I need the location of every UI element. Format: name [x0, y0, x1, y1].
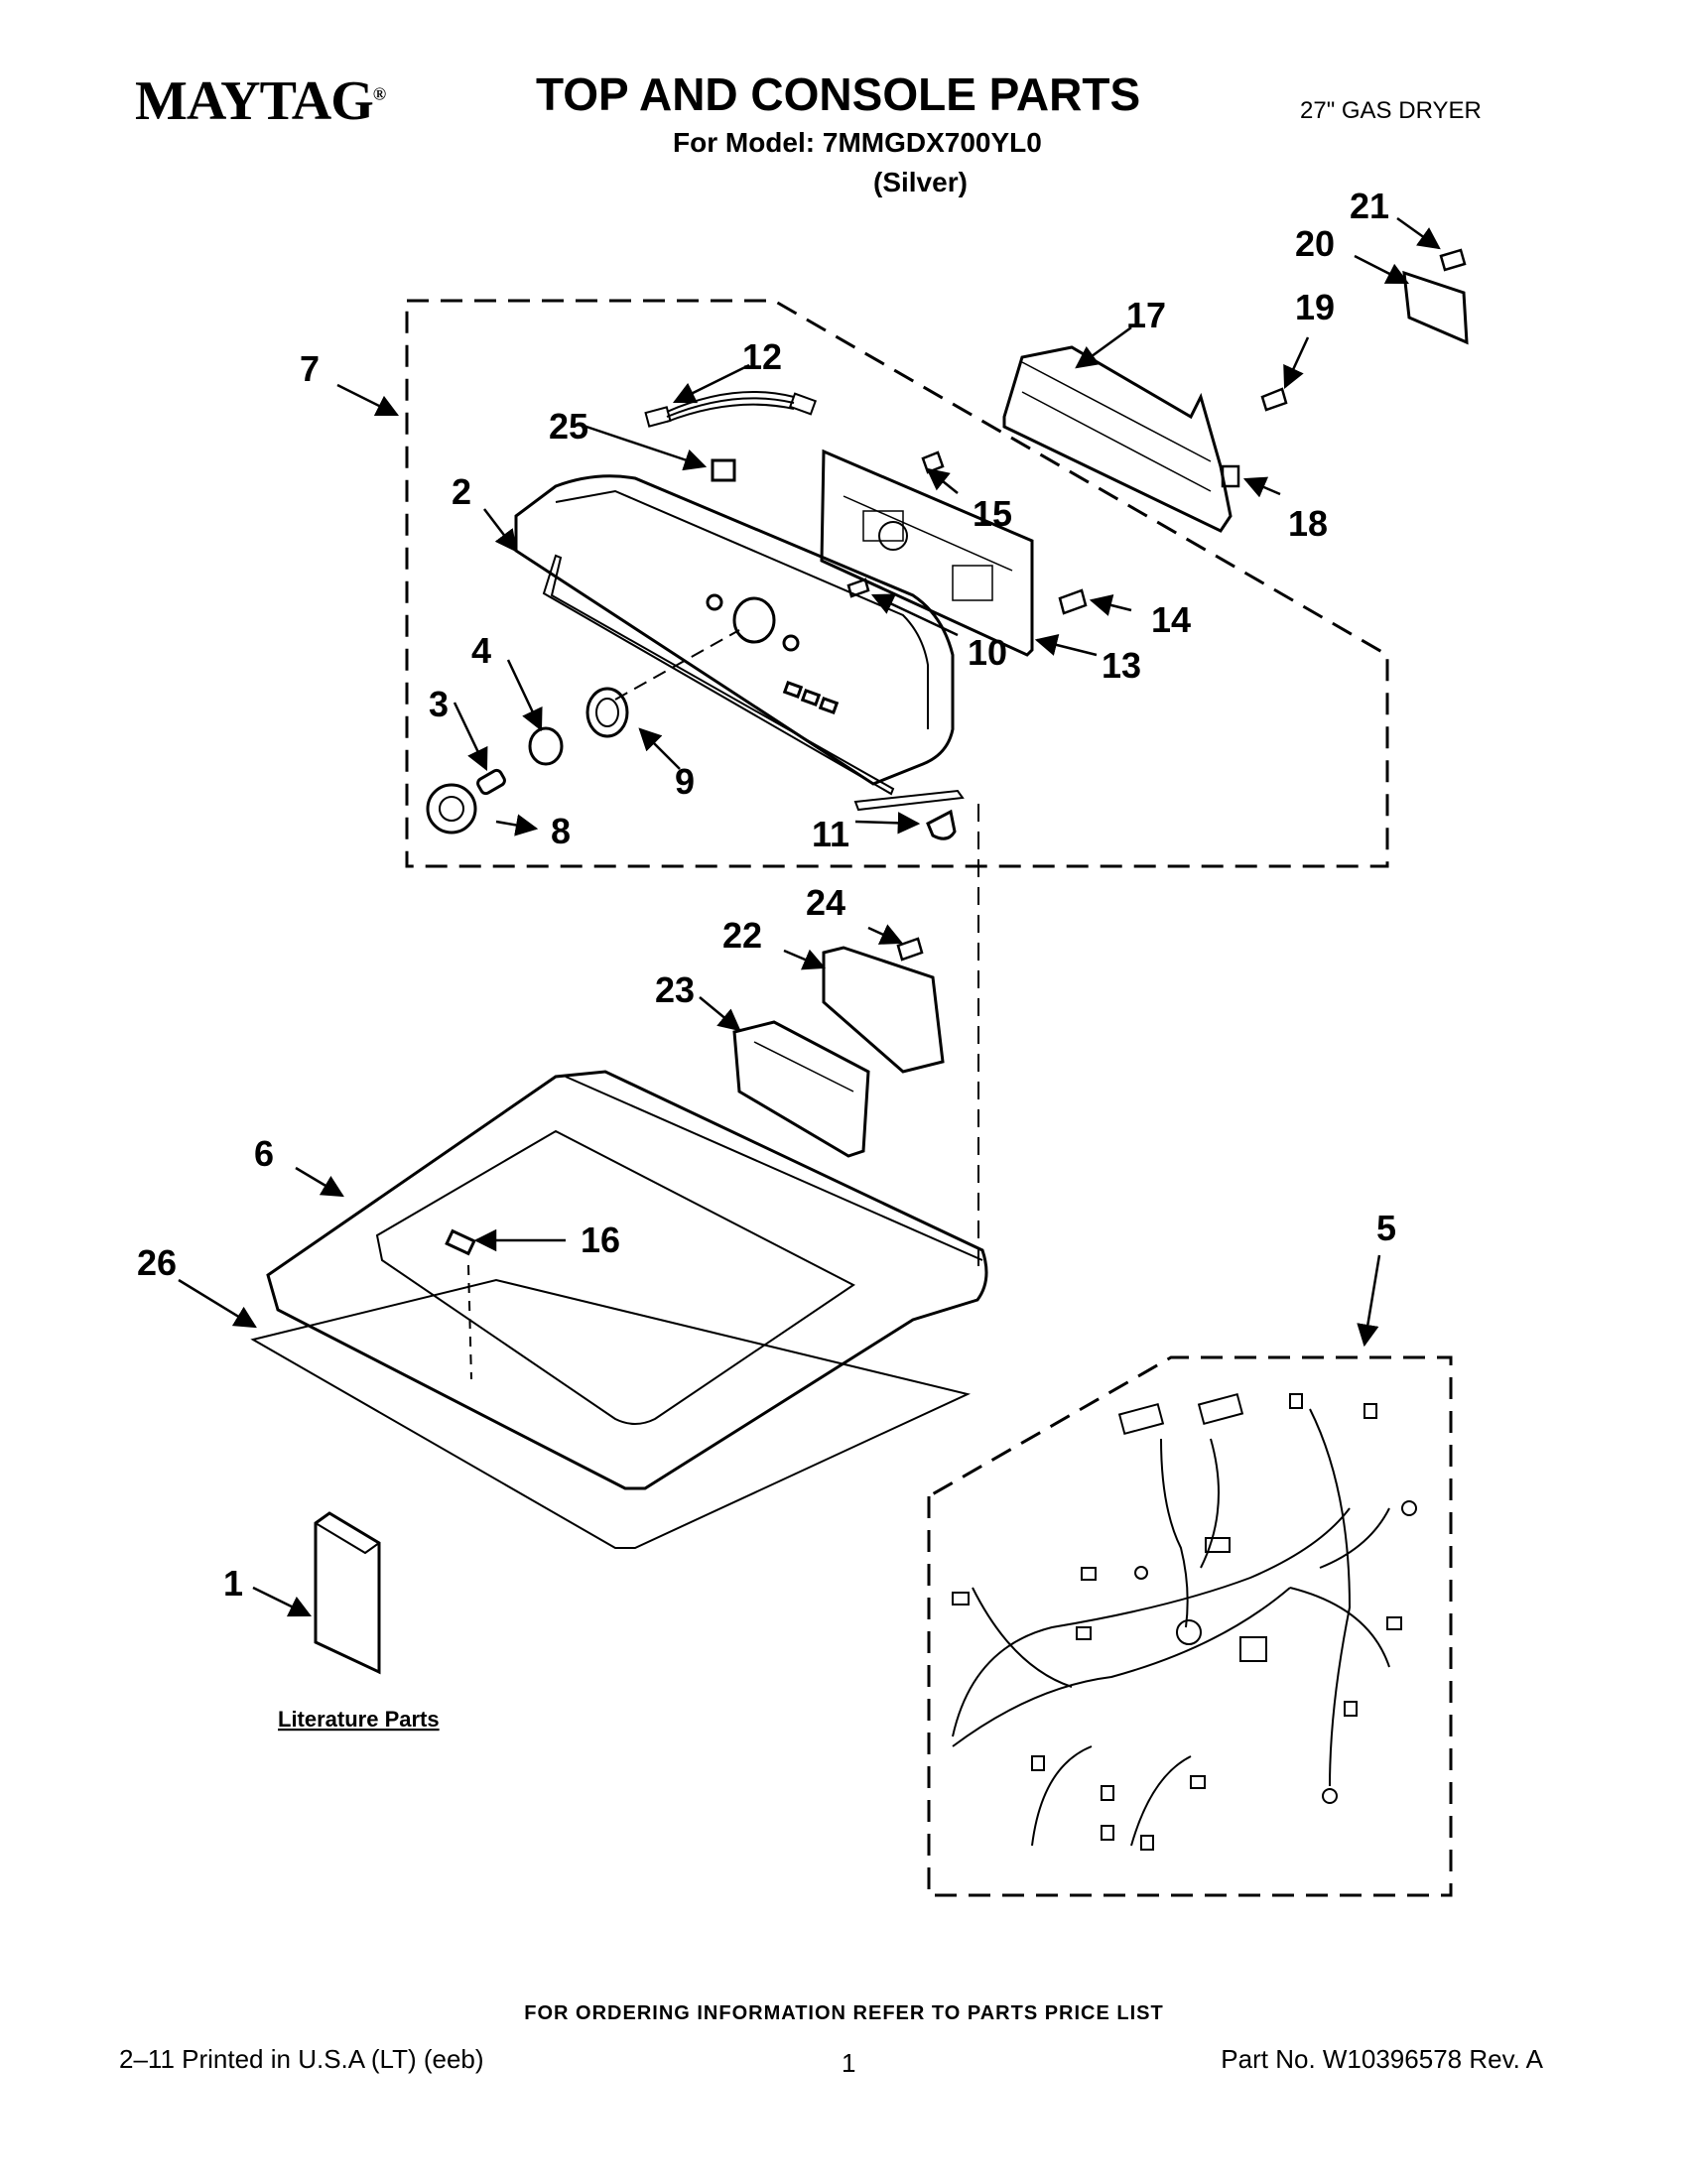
harness-group-outline: [927, 1355, 1453, 1897]
clip-part: [926, 809, 957, 840]
top-gasket: [250, 1278, 972, 1549]
console-gasket: [542, 554, 895, 796]
mounting-plate: [822, 946, 945, 1074]
rear-console-panel: [1002, 345, 1233, 533]
clip-part-18: [1221, 464, 1240, 488]
callout-23: 23: [655, 969, 695, 1010]
brand-name: MAYTAG: [135, 70, 374, 132]
screws: [846, 248, 1467, 962]
console-group-outline: [405, 299, 1389, 868]
bracket-part: [711, 458, 736, 482]
print-info: 2–11 Printed in U.S.A (LT) (eeb): [119, 2044, 484, 2074]
callout-16: 16: [581, 1220, 620, 1260]
console-panel: [514, 474, 955, 786]
callout-11: 11: [812, 814, 849, 854]
knob-parts: [426, 629, 740, 835]
callout-13: 13: [1102, 645, 1141, 686]
callout-8: 8: [551, 811, 571, 851]
callout-15: 15: [973, 493, 1012, 534]
clip-small: [921, 450, 945, 474]
literature-book: [314, 1511, 381, 1675]
part-number: Part No. W10396578 Rev. A: [1221, 2044, 1543, 2074]
callout-6: 6: [254, 1133, 274, 1174]
wire-connector: [644, 391, 818, 428]
callout-10: 10: [968, 632, 1007, 673]
callout-17: 17: [1126, 295, 1166, 335]
brand-mark: ®: [372, 83, 386, 104]
page-number: 1: [842, 2048, 856, 2078]
model-line: For Model: 7MMGDX700YL0: [673, 127, 1042, 158]
callout-7: 7: [300, 348, 320, 389]
callout-20: 20: [1295, 223, 1335, 264]
model-variant: (Silver): [873, 167, 968, 197]
callout-12: 12: [742, 336, 782, 377]
wire-harness: [952, 1392, 1417, 1851]
callout-14: 14: [1151, 599, 1191, 640]
product-name: 27" GAS DRYER: [1300, 97, 1482, 124]
control-board: [820, 449, 1034, 657]
callout-4: 4: [471, 630, 491, 671]
callout-9: 9: [675, 761, 695, 802]
callout-1: 1: [223, 1563, 243, 1604]
literature-label: Literature Parts: [278, 1707, 440, 1732]
callout-21: 21: [1350, 186, 1389, 226]
brand-logo: MAYTAG®: [135, 69, 386, 133]
callout-19: 19: [1295, 287, 1335, 327]
leader-lines: [178, 216, 1441, 1617]
callout-2: 2: [452, 471, 471, 512]
cover-plate: [1402, 270, 1469, 345]
dryer-top: [266, 1070, 988, 1490]
page-title: TOP AND CONSOLE PARTS: [536, 68, 1141, 120]
callout-22: 22: [722, 915, 762, 956]
callout-5: 5: [1376, 1208, 1396, 1248]
callout-3: 3: [429, 684, 449, 724]
console-trim: [853, 789, 965, 812]
callout-24: 24: [806, 882, 845, 923]
callout-26: 26: [137, 1242, 177, 1283]
ordering-note: FOR ORDERING INFORMATION REFER TO PARTS …: [524, 2002, 1164, 2024]
callout-25: 25: [549, 406, 588, 447]
callout-18: 18: [1288, 503, 1328, 544]
electronic-module: [732, 1020, 870, 1158]
